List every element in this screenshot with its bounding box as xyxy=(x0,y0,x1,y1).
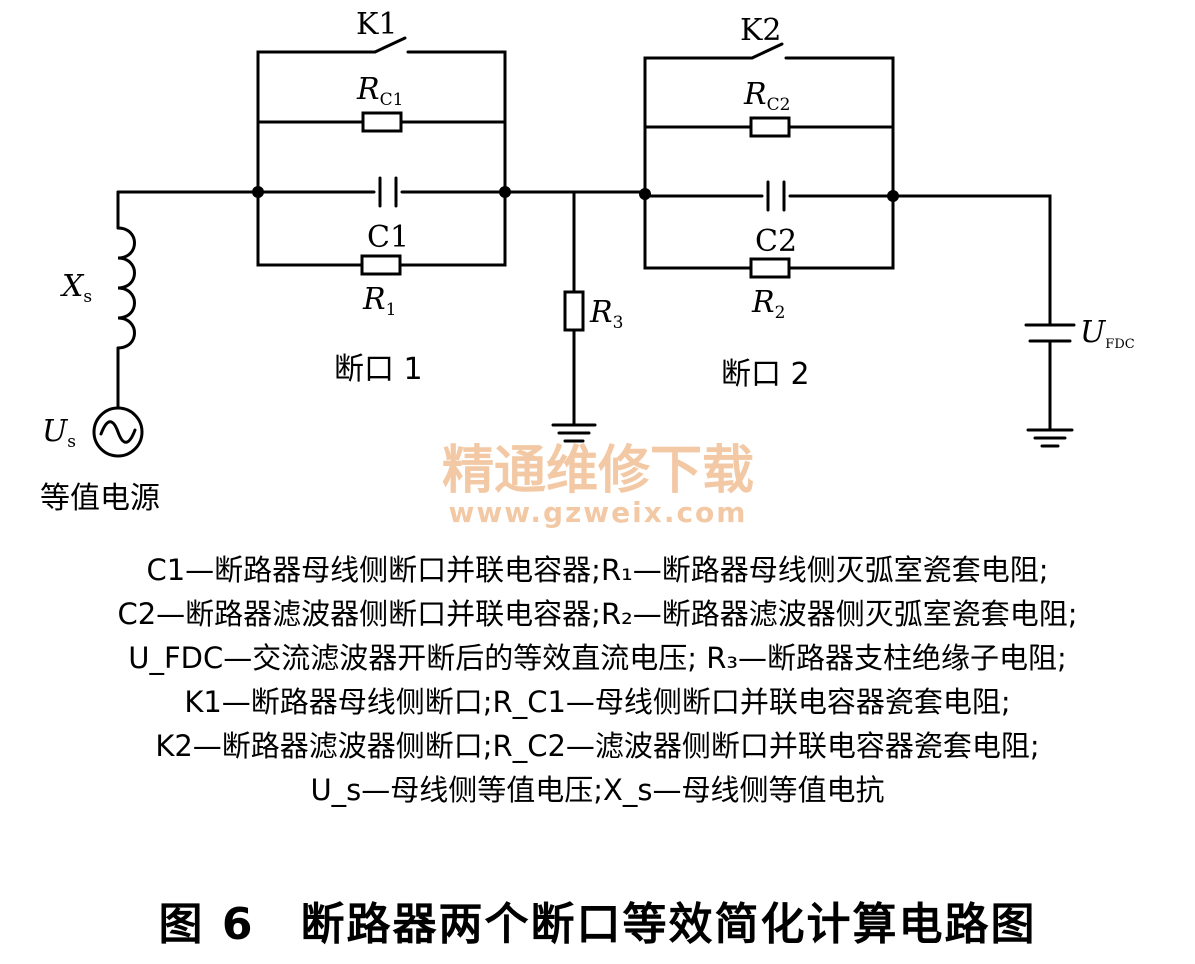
legend-line-1: C1—断路器母线侧断口并联电容器;R₁—断路器母线侧灭弧室瓷套电阻; xyxy=(146,553,1049,587)
label-xs: Xs xyxy=(60,269,92,307)
label-equivalent-source: 等值电源 xyxy=(40,481,160,516)
interrupter-2 xyxy=(639,42,899,279)
capacitor-c2 xyxy=(766,180,786,212)
resistor-r2 xyxy=(749,257,791,279)
label-c2: C2 xyxy=(755,224,797,259)
label-ufdc: UFDC xyxy=(1080,315,1135,352)
switch-k1 xyxy=(373,36,407,54)
legend-line-2: C2—断路器滤波器侧断口并联电容器;R₂—断路器滤波器侧灭弧室瓷套电阻; xyxy=(117,597,1078,631)
label-r3: R3 xyxy=(589,295,623,333)
watermark-url: www.gzweix.com xyxy=(449,496,748,529)
label-us: Us xyxy=(42,414,76,452)
legend-line-6: U_s—母线侧等值电压;X_s—母线侧等值电抗 xyxy=(310,773,885,807)
legend-line-5: K2—断路器滤波器侧断口;R_C2—滤波器侧断口并联电容器瓷套电阻; xyxy=(155,729,1040,763)
label-r1: R1 xyxy=(362,282,396,320)
legend-line-4: K1—断路器母线侧断口;R_C1—母线侧断口并联电容器瓷套电阻; xyxy=(184,685,1011,719)
circuit-diagram: 精通维修下载 www.gzweix.com xyxy=(40,7,1135,529)
label-k1: K1 xyxy=(356,7,398,42)
source-branch xyxy=(92,190,260,458)
dc-source-branch xyxy=(891,194,1076,448)
resistor-rc1 xyxy=(361,111,403,133)
support-insulator-branch xyxy=(503,190,647,443)
switch-k2 xyxy=(750,42,784,60)
label-break-2: 断口 2 xyxy=(721,357,810,392)
label-k2: K2 xyxy=(740,13,782,48)
label-rc2: RC2 xyxy=(743,77,790,115)
resistor-rc2 xyxy=(749,116,791,138)
watermark-cn: 精通维修下载 xyxy=(442,441,754,501)
label-rc1: RC1 xyxy=(356,72,403,110)
label-break-1: 断口 1 xyxy=(334,352,423,387)
resistor-r3 xyxy=(563,290,585,332)
label-r2: R2 xyxy=(751,285,785,323)
figure-caption: 图 6 断路器两个断口等效简化计算电路图 xyxy=(158,899,1037,950)
inductor-xs xyxy=(116,226,136,350)
legend: C1—断路器母线侧断口并联电容器;R₁—断路器母线侧灭弧室瓷套电阻; C2—断路… xyxy=(0,548,1195,812)
capacitor-c1 xyxy=(378,176,398,208)
ground-mid xyxy=(551,423,597,443)
legend-line-3: U_FDC—交流滤波器开断后的等效直流电压; R₃—断路器支柱绝缘子电阻; xyxy=(128,641,1067,675)
resistor-r1 xyxy=(360,254,402,276)
interrupter-1 xyxy=(252,36,511,276)
ground-right xyxy=(1026,428,1074,448)
label-c1: C1 xyxy=(367,220,409,255)
capacitor-ufdc xyxy=(1024,323,1076,343)
